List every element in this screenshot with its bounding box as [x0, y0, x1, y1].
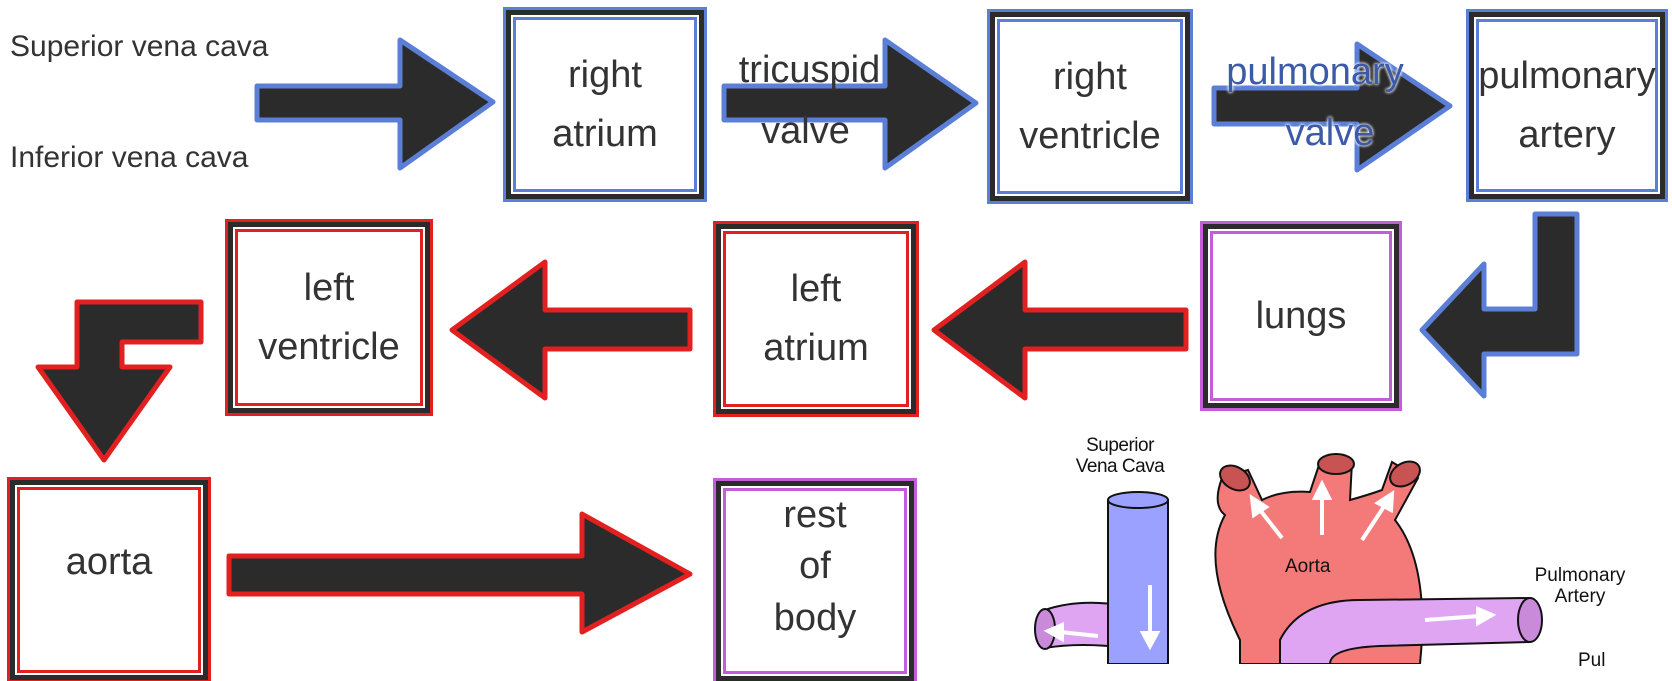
heart-illustration: [1034, 453, 1543, 664]
flow-arrows: [35, 37, 1580, 635]
rest-of-body-box: rest of body: [716, 481, 914, 681]
rest-of-body-line-2: of: [799, 545, 831, 588]
heart-svc-line-1: Superior: [1086, 435, 1154, 456]
superior-vena-cava-label: Superior vena cava: [10, 30, 269, 63]
right-ventricle-box: right ventricle: [990, 12, 1190, 201]
arrow-aorta-to-rest-of-body: [226, 511, 693, 635]
right-ventricle-line-1: right: [1053, 55, 1127, 98]
arrow-left-atrium-to-left-ventricle: [449, 259, 693, 401]
tricuspid-valve-label: tricuspid valve: [723, 40, 888, 162]
right-atrium-line-2: atrium: [552, 112, 658, 155]
pulmonary-artery-shape: [1279, 596, 1531, 664]
pulmonary-artery-box: pulmonary artery: [1469, 12, 1665, 199]
blood-flow-arrows: [1043, 479, 1497, 664]
arrow-lungs-to-left-atrium: [931, 259, 1189, 401]
right-atrium-line-1: right: [568, 53, 642, 96]
pulmonary-valve-line-1: pulmonary: [1226, 51, 1404, 93]
tricuspid-valve-line-2: valve: [761, 109, 850, 152]
aorta-line-1: aorta: [65, 540, 153, 583]
tricuspid-valve-line-1: tricuspid: [738, 49, 881, 91]
aorta-branch-3-end: [1389, 460, 1421, 488]
pulmonary-artery-end: [1517, 597, 1543, 643]
inferior-vena-cava-label: Inferior vena cava: [10, 141, 249, 174]
aorta-branch-2-end: [1317, 453, 1355, 475]
pulmonary-valve-line-2: valve: [1285, 111, 1375, 154]
heart-superior-vena-cava-label: Superior Vena Cava: [1070, 435, 1170, 478]
superior-vena-cava-shape: [1107, 493, 1169, 664]
arrow-pulmonary-valve: [1211, 41, 1453, 173]
left-ventricle-line-1: left: [303, 266, 355, 309]
pulmonary-valve-label: pulmonary valve: [1210, 42, 1420, 164]
left-atrium-line-1: left: [790, 268, 842, 311]
right-ventricle-line-2: ventricle: [1019, 114, 1161, 157]
aorta-branch-1-end: [1219, 464, 1251, 492]
pulmonary-artery-line-1: pulmonary: [1478, 54, 1656, 97]
heart-pulmonary-artery-label: Pulmonary Artery: [1528, 565, 1632, 608]
lungs-box: lungs: [1203, 224, 1399, 408]
heart-pa-line-2: Artery: [1554, 585, 1606, 607]
rest-of-body-line-3: body: [773, 596, 857, 639]
aorta-box: aorta: [10, 480, 208, 680]
left-ventricle-line-2: ventricle: [258, 325, 400, 368]
pulmonary-artery-line-2: artery: [1518, 113, 1616, 156]
right-atrium-box: right atrium: [506, 10, 704, 199]
heart-aorta-label: Aorta: [1285, 556, 1331, 577]
left-ventricle-box: left ventricle: [228, 222, 430, 413]
lungs-line-1: lungs: [1255, 294, 1347, 337]
arrow-pulmonary-artery-to-lungs: [1419, 211, 1580, 399]
heart-cut-label: Pul: [1578, 650, 1606, 671]
heart-svc-line-2: Vena Cava: [1075, 455, 1165, 477]
arrow-left-ventricle-to-aorta: [35, 299, 204, 463]
arrow-tricuspid-valve: [721, 37, 979, 171]
rest-of-body-line-1: rest: [783, 494, 847, 536]
left-atrium-box: left atrium: [716, 224, 916, 414]
heart-pa-line-1: Pulmonary: [1534, 565, 1626, 586]
arrow-venae-to-right-atrium: [254, 37, 496, 171]
left-atrium-line-2: atrium: [763, 327, 869, 369]
superior-vena-cava-end: [1107, 491, 1169, 509]
